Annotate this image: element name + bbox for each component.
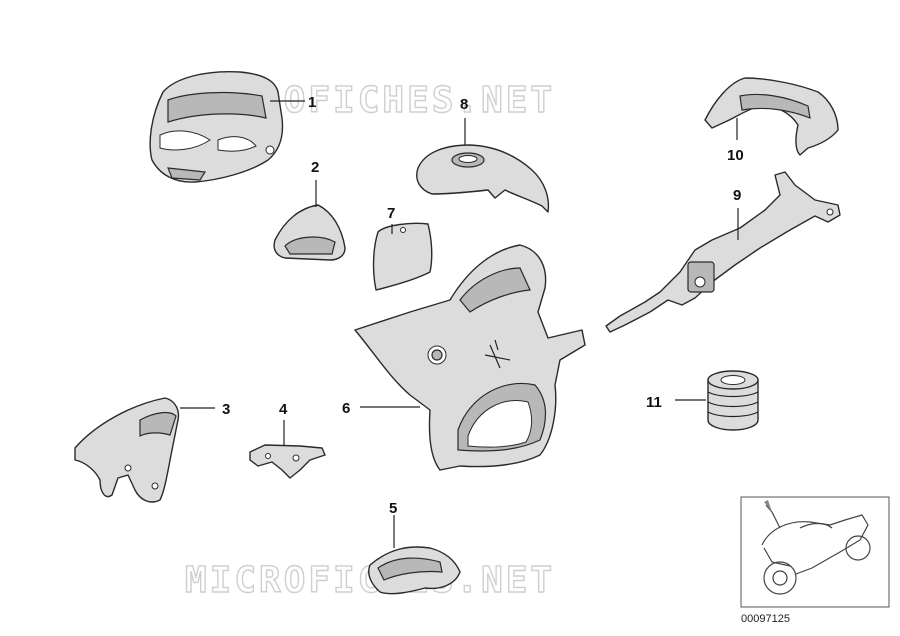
callout-11: 11	[646, 394, 662, 411]
callout-8: 8	[460, 96, 468, 113]
bracket-icon[interactable]	[249, 444, 326, 479]
side-fairing-icon[interactable]	[354, 244, 586, 471]
tank-cover-icon[interactable]	[416, 144, 550, 213]
callout-5: 5	[389, 500, 397, 517]
callout-7: 7	[387, 205, 395, 222]
callout-1: 1	[308, 94, 316, 111]
callout-3: 3	[222, 401, 230, 418]
rear-grab-handle-icon[interactable]	[704, 77, 839, 156]
cover-plate-icon[interactable]	[372, 222, 433, 291]
callout-10: 10	[727, 147, 744, 164]
oil-filter-icon[interactable]	[707, 370, 759, 431]
callout-4: 4	[279, 401, 288, 418]
front-fairing-icon[interactable]	[149, 70, 284, 183]
callout-6: 6	[342, 400, 350, 417]
watermark-bottom: MICROFICHES.NET	[185, 560, 555, 601]
reference-number: 00097125	[741, 613, 790, 625]
motorcycle-thumbnail	[740, 496, 890, 608]
mirror-cover-icon[interactable]	[273, 204, 346, 261]
front-mudguard-icon[interactable]	[74, 397, 180, 503]
callout-2: 2	[311, 159, 319, 176]
motorcycle-outline-icon	[761, 500, 871, 595]
carrier-frame-icon[interactable]	[605, 171, 841, 333]
belly-pan-icon[interactable]	[368, 546, 461, 595]
callout-9: 9	[733, 187, 741, 204]
